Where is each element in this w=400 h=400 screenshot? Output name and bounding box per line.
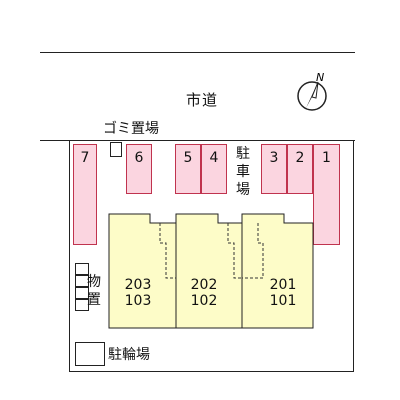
garbage-box bbox=[110, 142, 122, 157]
storage-label: 物 置 bbox=[86, 273, 102, 309]
bicycle-parking-label: 駐輪場 bbox=[108, 347, 150, 363]
parking-slot-2: 2 bbox=[287, 144, 313, 194]
parking-slot-number: 6 bbox=[134, 150, 144, 166]
compass-letter: N bbox=[316, 71, 324, 84]
parking-slot-3: 3 bbox=[261, 144, 287, 194]
unit-middle-numbers: 202 102 bbox=[184, 277, 224, 309]
parking-label-char: 車 bbox=[236, 164, 250, 180]
road-label: 市道 bbox=[186, 91, 219, 109]
unit-lower-number: 101 bbox=[269, 293, 297, 309]
parking-slot-1: 1 bbox=[313, 144, 340, 245]
unit-upper-number: 201 bbox=[269, 277, 297, 293]
storage-box bbox=[75, 275, 89, 287]
unit-left-numbers: 203 103 bbox=[118, 277, 158, 309]
parking-slot-number: 7 bbox=[80, 150, 90, 166]
storage-label-char: 置 bbox=[87, 292, 101, 308]
unit-lower-number: 103 bbox=[124, 293, 152, 309]
road-bottom-line bbox=[40, 140, 355, 141]
parking-slot-6: 6 bbox=[126, 144, 152, 194]
unit-right-numbers: 201 101 bbox=[263, 277, 303, 309]
garbage-label: ゴミ置場 bbox=[103, 121, 159, 137]
unit-lower-number: 102 bbox=[190, 293, 218, 309]
road-top-line bbox=[40, 52, 355, 53]
storage-box bbox=[75, 263, 89, 275]
parking-slot-5: 5 bbox=[175, 144, 201, 194]
bicycle-parking-box bbox=[75, 342, 105, 366]
storage-box bbox=[75, 299, 89, 311]
lot-boundary bbox=[69, 140, 354, 372]
apartment-building bbox=[108, 213, 314, 329]
unit-upper-number: 203 bbox=[124, 277, 152, 293]
parking-slot-number: 5 bbox=[183, 150, 193, 166]
parking-slot-4: 4 bbox=[201, 144, 227, 194]
north-compass-icon: N bbox=[297, 71, 327, 111]
storage-box bbox=[75, 287, 89, 299]
parking-slot-number: 1 bbox=[322, 150, 331, 166]
parking-slot-number: 2 bbox=[295, 150, 305, 166]
parking-label: 駐 車 場 bbox=[235, 145, 251, 199]
parking-slot-number: 3 bbox=[269, 150, 279, 166]
unit-upper-number: 202 bbox=[190, 277, 218, 293]
parking-slot-7: 7 bbox=[73, 144, 97, 245]
storage-label-char: 物 bbox=[87, 274, 101, 290]
parking-label-char: 場 bbox=[236, 182, 250, 198]
parking-slot-number: 4 bbox=[209, 150, 219, 166]
parking-label-char: 駐 bbox=[236, 146, 250, 162]
